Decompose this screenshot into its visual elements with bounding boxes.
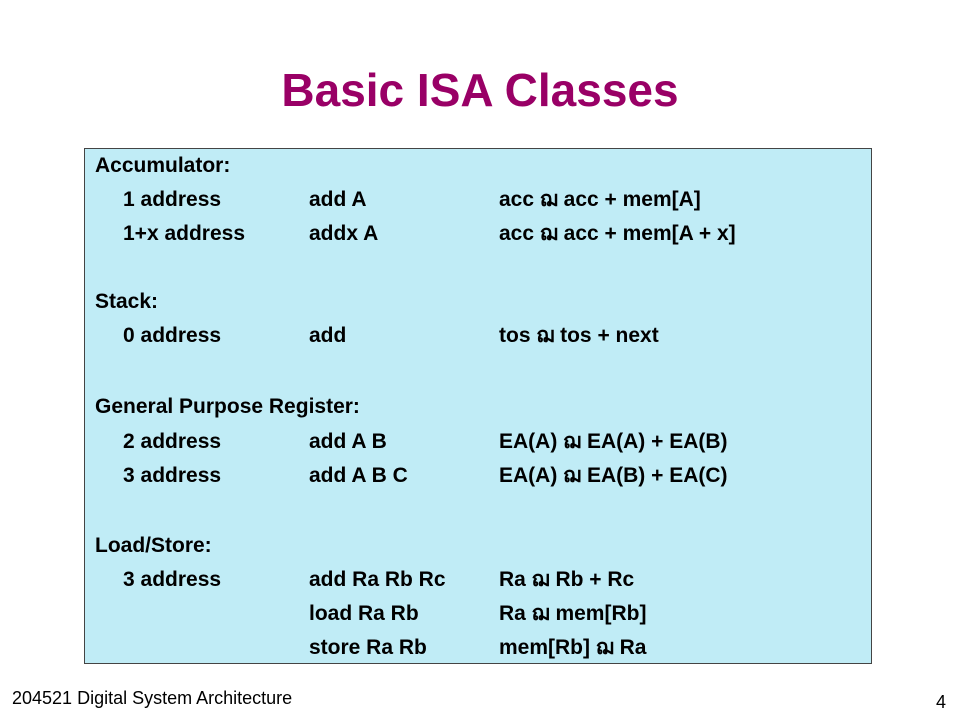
operation-cell: Ra ฌ Rb + Rc [499,568,635,591]
table-row: 1+x address addx A acc ฌ acc + mem[A + x… [85,217,871,251]
section-heading-gpr: General Purpose Register: [85,390,871,424]
instruction-cell: store Ra Rb [309,636,427,659]
operation-cell: mem[Rb] ฌ Ra [499,636,647,659]
table-row: store Ra Rb mem[Rb] ฌ Ra [85,631,871,665]
address-cell: 3 address [123,464,222,487]
instruction-cell: add [309,324,347,347]
section-heading-stack: Stack: [85,285,871,319]
operation-cell: EA(A) ฌ EA(A) + EA(B) [499,430,728,453]
address-cell: 0 address [123,324,222,347]
table-row: 2 address add A B EA(A) ฌ EA(A) + EA(B) [85,425,871,459]
operation-cell: EA(A) ฌ EA(B) + EA(C) [499,464,728,487]
operation-cell: acc ฌ acc + mem[A] [499,188,701,211]
slide-title: Basic ISA Classes [281,64,679,116]
heading-text: Stack: [95,290,159,313]
address-cell: 1+x address [123,222,246,245]
instruction-cell: add A [309,188,367,211]
table-row: 3 address add A B C EA(A) ฌ EA(B) + EA(C… [85,459,871,493]
table-row: 1 address add A acc ฌ acc + mem[A] [85,183,871,217]
operation-cell: tos ฌ tos + next [499,324,659,347]
heading-text: Accumulator: [95,154,231,177]
table-row: 0 address add tos ฌ tos + next [85,319,871,353]
address-cell: 1 address [123,188,222,211]
instruction-cell: addx A [309,222,379,245]
table-row: 3 address add Ra Rb Rc Ra ฌ Rb + Rc [85,563,871,597]
address-cell: 3 address [123,568,222,591]
table-row: load Ra Rb Ra ฌ mem[Rb] [85,597,871,631]
heading-text: Load/Store: [95,534,212,557]
instruction-cell: add Ra Rb Rc [309,568,446,591]
section-heading-loadstore: Load/Store: [85,529,871,563]
isa-classes-box: Accumulator: 1 address add A acc ฌ acc +… [84,148,872,664]
instruction-cell: load Ra Rb [309,602,419,625]
slide-footer: 204521 Digital System Architecture [12,688,293,708]
heading-text: General Purpose Register: [95,395,360,418]
instruction-cell: add A B [309,430,387,453]
operation-cell: acc ฌ acc + mem[A + x] [499,222,736,245]
page-number: 4 [936,692,947,712]
instruction-cell: add A B C [309,464,408,487]
address-cell: 2 address [123,430,222,453]
section-heading-accumulator: Accumulator: [85,149,871,183]
operation-cell: Ra ฌ mem[Rb] [499,602,647,625]
